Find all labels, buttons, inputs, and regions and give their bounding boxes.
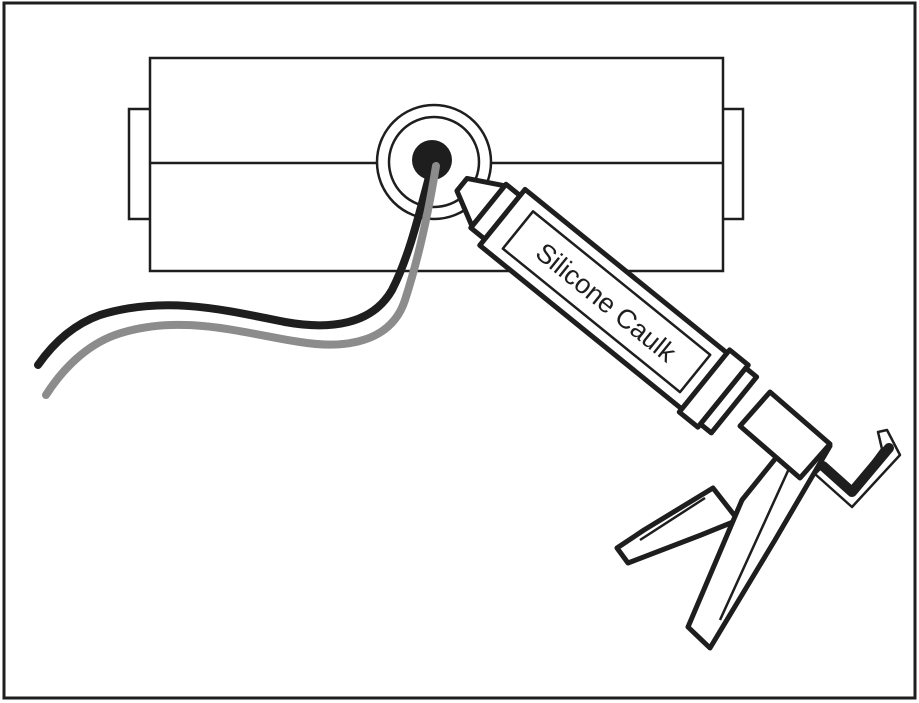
wire	[34, 158, 440, 399]
caulk-gun: Silicone Caulk	[454, 175, 902, 651]
caulk-label-band	[501, 210, 712, 394]
wire-black	[34, 158, 437, 369]
box-right-tab	[720, 107, 745, 221]
wire-gray	[42, 162, 440, 399]
box-left-tab	[127, 107, 153, 221]
gun-frame	[737, 389, 833, 481]
